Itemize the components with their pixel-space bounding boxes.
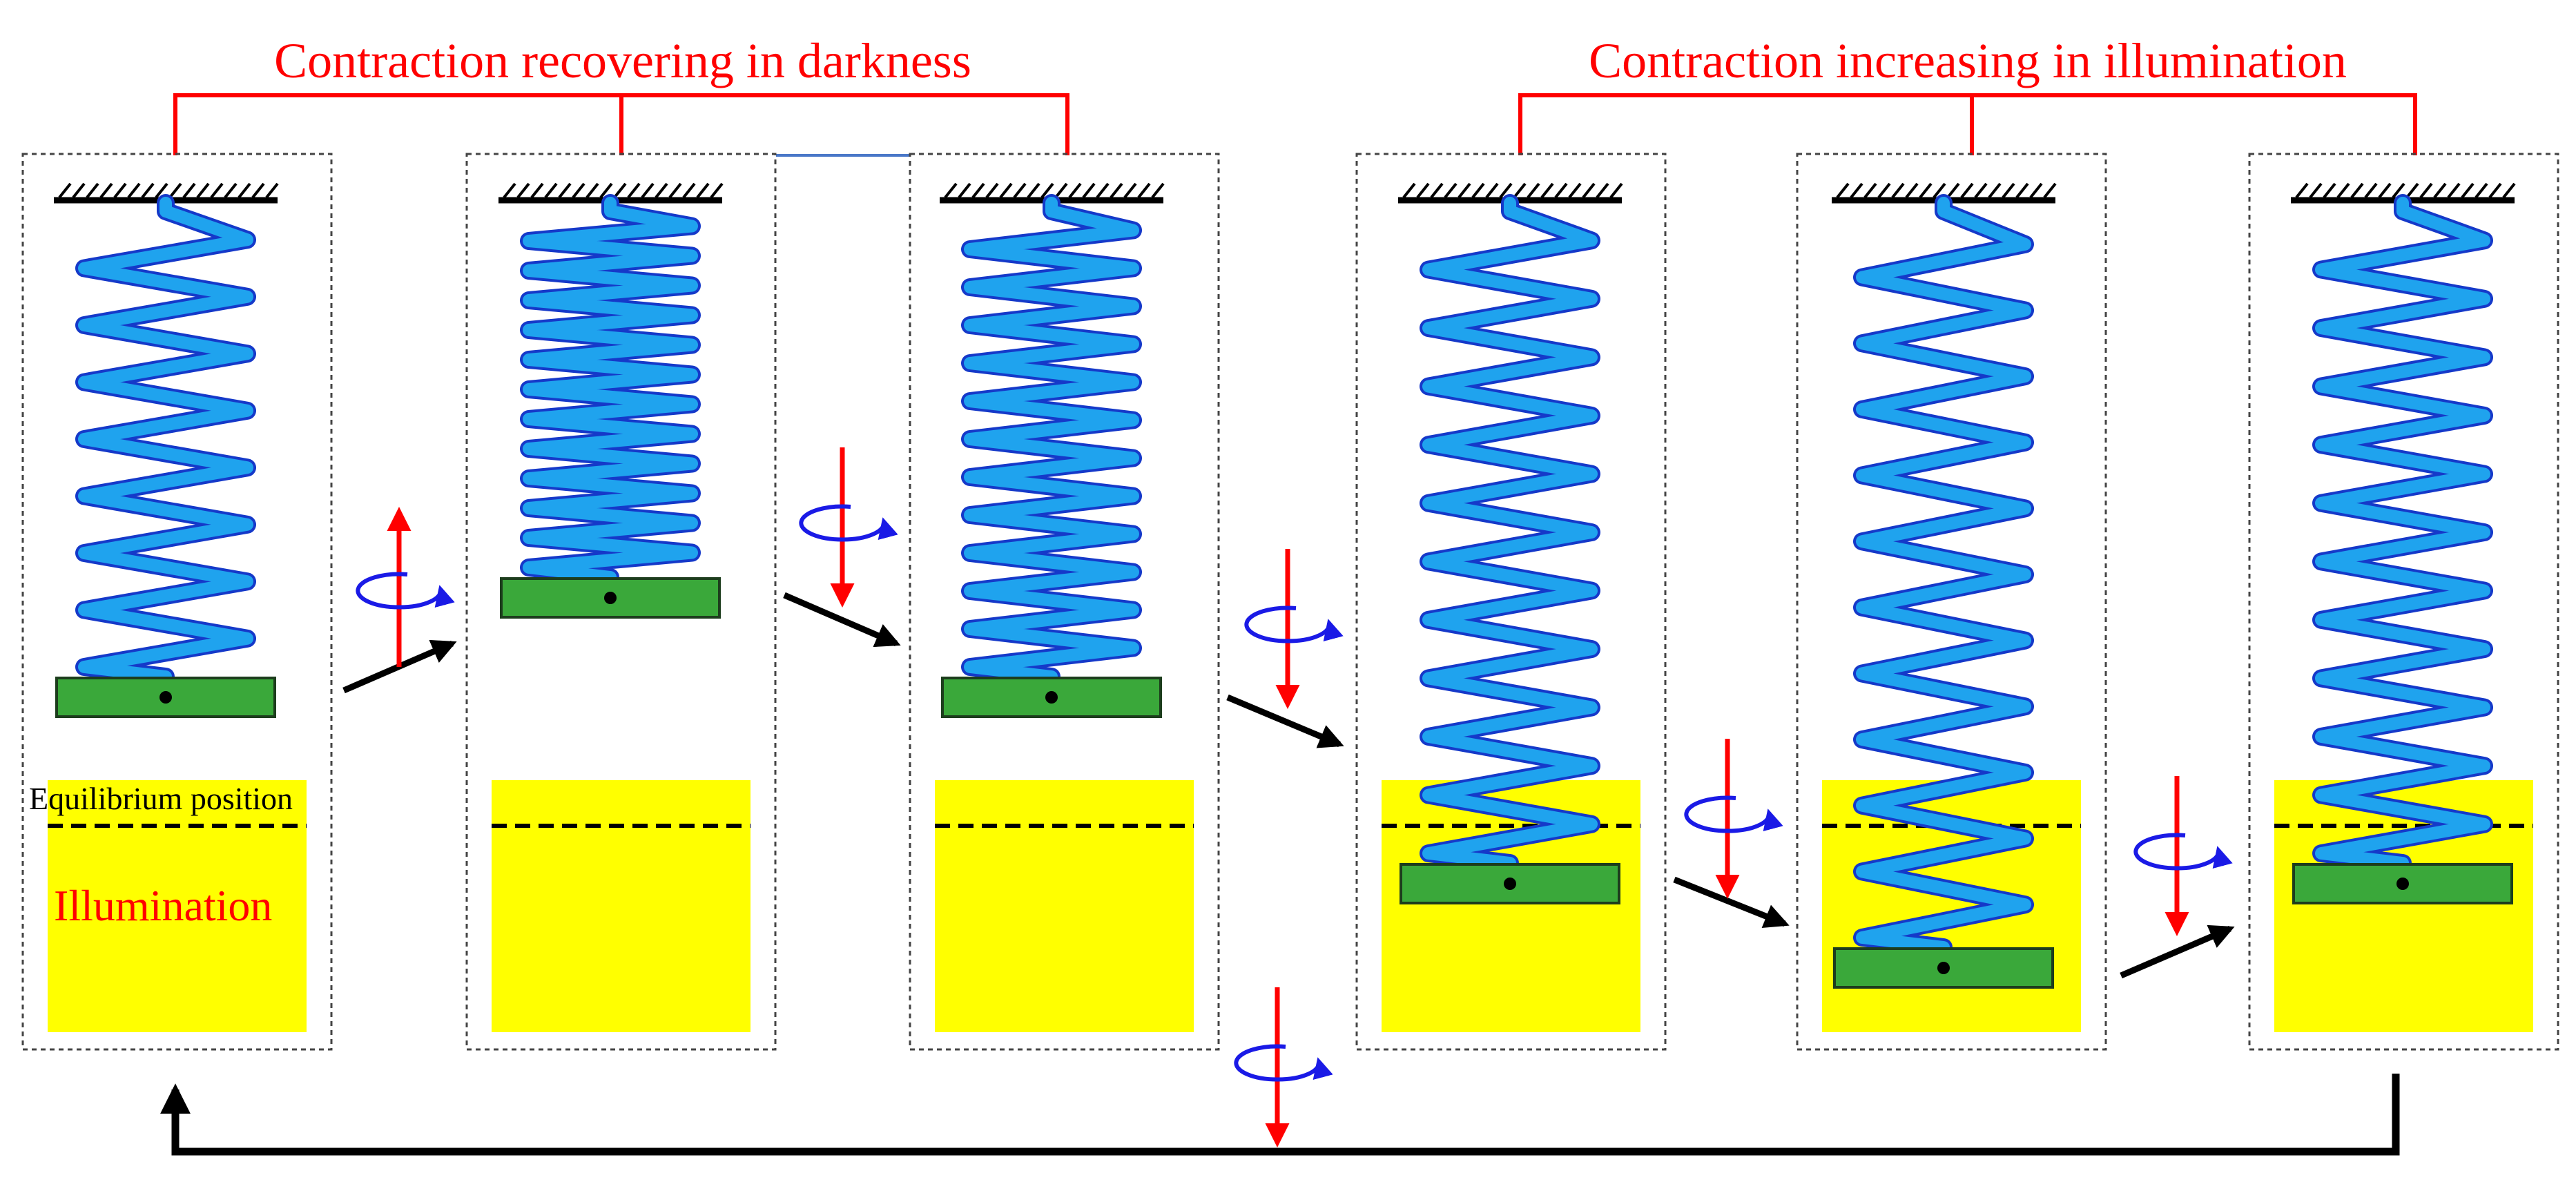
force-rotation-indicator (1234, 987, 1333, 1147)
panel-border (465, 153, 777, 1051)
transition-arrows (342, 592, 2235, 979)
rotation-arrow-icon (2133, 833, 2233, 871)
panel-border (1796, 153, 2107, 1051)
indicators (356, 447, 2233, 1147)
illumination-zone (935, 780, 1194, 1032)
spring-coil-icon (75, 194, 256, 706)
mass-block-icon (941, 677, 1162, 718)
spring-coil-icon (1853, 194, 2034, 977)
panel-border (1355, 153, 1667, 1051)
panel-border (21, 153, 333, 1051)
title-right: Contraction increasing in illumination (1589, 33, 2347, 88)
rotation-arrow-icon (1244, 605, 1344, 643)
panel-border (2248, 153, 2559, 1051)
force-rotation-indicator (799, 447, 898, 608)
illumination-zone (492, 780, 750, 1032)
transition-arrow-icon (1673, 876, 1790, 929)
transition-arrow-icon (1226, 694, 1344, 748)
spring-coil-icon (2312, 194, 2493, 893)
rotation-arrow-icon (1234, 1044, 1333, 1082)
panel-3 (909, 153, 1220, 1051)
rotation-arrow-icon (1684, 795, 1783, 833)
force-rotation-indicator (1684, 739, 1783, 899)
force-rotation-indicator (1244, 549, 1344, 709)
mass-block-icon (500, 577, 721, 619)
bracket-left (173, 93, 1069, 155)
transition-arrow-icon (783, 592, 901, 648)
rotation-arrow-icon (356, 572, 455, 610)
spring-coil-icon (961, 194, 1142, 706)
panels (21, 153, 2559, 1051)
mass-block-icon (55, 677, 276, 718)
mass-block-icon (1833, 947, 2054, 989)
illumination-zone (48, 780, 307, 1032)
rotation-arrow-icon (799, 504, 898, 542)
force-rotation-indicator (356, 507, 455, 667)
transition-arrow-icon (2120, 924, 2235, 979)
panel-6 (2248, 153, 2559, 1051)
bracket-right (1518, 93, 2417, 155)
spring-coil-icon (1420, 194, 1600, 893)
panel-1 (21, 153, 333, 1051)
title-left: Contraction recovering in darkness (274, 33, 971, 88)
panel-4 (1355, 153, 1667, 1051)
spring-coil-icon (520, 194, 701, 607)
illumination-label: Illumination (54, 881, 272, 930)
equilibrium-label: Equilibrium position (29, 781, 293, 816)
mass-block-icon (2292, 863, 2513, 904)
force-rotation-indicator (2133, 776, 2233, 936)
mass-block-icon (1400, 863, 1620, 904)
return-arrow (160, 1074, 2400, 1156)
panel-border (909, 153, 1220, 1051)
panel-5 (1796, 153, 2107, 1051)
panel-2 (465, 153, 777, 1051)
